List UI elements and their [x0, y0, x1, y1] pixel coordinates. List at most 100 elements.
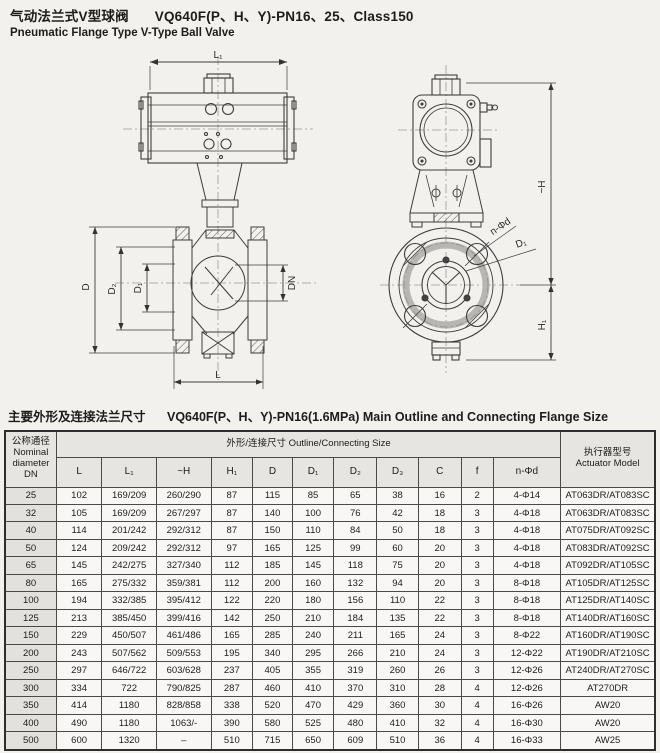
cell-dim: 102 — [55, 486, 103, 505]
cell-dim: 410 — [291, 678, 335, 698]
cell-dim: 334 — [55, 678, 103, 698]
cell-dim: 4-Φ18 — [492, 538, 562, 558]
cell-dim: 210 — [291, 608, 335, 628]
cell-dim: 507/562 — [101, 643, 157, 663]
cell-dim: 150 — [252, 521, 293, 540]
cell-dim: 399/416 — [155, 608, 212, 628]
cell-dim: 201/242 — [101, 521, 157, 540]
cell-dim: 16 — [417, 486, 462, 505]
cell-dn: 250 — [4, 661, 57, 680]
cell-actuator: AT075DR/AT092SC — [560, 521, 656, 540]
cell-dim: 87 — [210, 521, 254, 540]
cell-dim: 211 — [333, 626, 378, 645]
cell-dim: 87 — [210, 503, 254, 523]
cell-dim: 12-Φ22 — [492, 643, 562, 663]
cell-dim: 36 — [417, 731, 462, 751]
cell-dim: 114 — [55, 521, 103, 540]
cell-dim: 3 — [460, 608, 494, 628]
cell-dim: 165 — [210, 626, 254, 645]
cell-dim: 169/209 — [101, 503, 157, 523]
cell-actuator: AT105DR/AT125SC — [560, 573, 656, 593]
cell-dim: 165 — [376, 626, 419, 645]
cell-dim: 715 — [252, 731, 293, 751]
cell-dim: 450/507 — [101, 626, 157, 645]
cell-dim: 4 — [460, 731, 494, 751]
cell-dim: 4-Φ18 — [492, 556, 562, 575]
act-head-en: Actuator Model — [575, 458, 640, 470]
cell-dim: 520 — [252, 696, 293, 715]
cell-dim: 3 — [460, 521, 494, 540]
cell-dim: 3 — [460, 643, 494, 663]
cell-dim: 242/275 — [101, 556, 157, 575]
cell-dim: 292/312 — [155, 521, 212, 540]
cell-dim: 4 — [460, 696, 494, 715]
cell-dim: 609 — [333, 731, 378, 751]
cell-dim: 24 — [417, 643, 462, 663]
cell-dn: 125 — [4, 608, 57, 628]
dn-head-en1: Nominal — [13, 447, 49, 459]
col-header-h1: H₁ — [210, 456, 254, 488]
cell-dim: 115 — [252, 486, 293, 505]
cell-dim: 28 — [417, 678, 462, 698]
cell-dim: 370 — [333, 678, 378, 698]
cell-dim: 395/412 — [155, 591, 212, 610]
cell-dim: 24 — [417, 626, 462, 645]
cell-dim: 20 — [417, 573, 462, 593]
cell-dim: 140 — [252, 503, 293, 523]
cell-dim: 603/628 — [155, 661, 212, 680]
cell-actuator: AT190DR/AT210SC — [560, 643, 656, 663]
cell-dim: 118 — [333, 556, 378, 575]
cell-dim: 185 — [252, 556, 293, 575]
col-header-d1: D₁ — [291, 456, 335, 488]
cell-dim: 76 — [333, 503, 378, 523]
cell-dim: 85 — [291, 486, 335, 505]
cell-dim: 4-Φ18 — [492, 521, 562, 540]
cell-dim: 509/553 — [155, 643, 212, 663]
col-header-nd: n-Φd — [492, 456, 562, 488]
cell-dim: 285 — [252, 626, 293, 645]
cell-dim: 650 — [291, 731, 335, 751]
cell-dim: 4 — [460, 678, 494, 698]
cell-dim: 20 — [417, 538, 462, 558]
dim-h-group — [465, 82, 556, 361]
cell-dim: 3 — [460, 538, 494, 558]
cell-dim: 100 — [291, 503, 335, 523]
title-block: 气动法兰式V型球阀 VQ640F(P、H、Y)-PN16、25、Class150… — [10, 5, 414, 39]
cell-dim: 12-Φ26 — [492, 661, 562, 680]
cell-dim: 3 — [460, 626, 494, 645]
cell-dim: 510 — [376, 731, 419, 751]
cell-dim: 3 — [460, 503, 494, 523]
cell-actuator: AT160DR/AT190SC — [560, 626, 656, 645]
cell-dim: 292/312 — [155, 538, 212, 558]
cell-dn: 32 — [4, 503, 57, 523]
cell-dim: 32 — [417, 713, 462, 733]
cell-actuator: AT092DR/AT105SC — [560, 556, 656, 575]
cell-dim: 510 — [210, 731, 254, 751]
cell-dim: 4-Φ18 — [492, 503, 562, 523]
cell-actuator: AT063DR/AT083SC — [560, 486, 656, 505]
cell-dim: 22 — [417, 608, 462, 628]
valve-body-front — [172, 226, 268, 359]
cell-dim: 410 — [376, 713, 419, 733]
col-header-dn: 公称通径 Nominal diameter DN — [4, 430, 57, 488]
cell-dim: 295 — [291, 643, 335, 663]
cell-dim: 125 — [291, 538, 335, 558]
cell-actuator: AT125DR/AT140SC — [560, 591, 656, 610]
mount-bracket-front — [196, 162, 243, 228]
cell-dim: 480 — [333, 713, 378, 733]
cell-dim: 360 — [376, 696, 419, 715]
cell-dim: 20 — [417, 556, 462, 575]
cell-dim: 260/290 — [155, 486, 212, 505]
cell-dim: 414 — [55, 696, 103, 715]
mount-bracket-side — [409, 169, 484, 228]
dim-label-nd: n-Φd — [488, 216, 513, 238]
table-wrap: 公称通径 Nominal diameter DN 外形/连接尺寸 Outline… — [4, 430, 656, 753]
